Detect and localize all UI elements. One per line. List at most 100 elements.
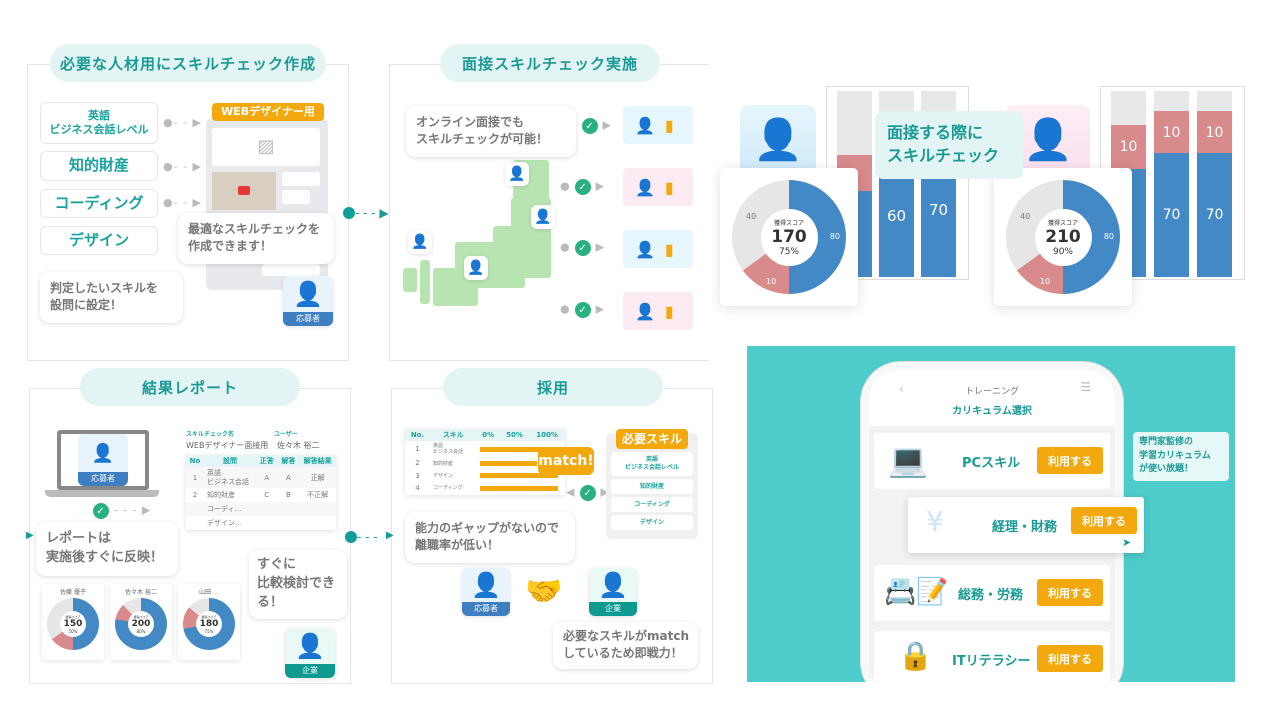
laptop-base (45, 490, 159, 497)
table-cell: 4 (415, 484, 420, 493)
candidate-name: 佐藤 優子 (60, 589, 86, 596)
bubble-curriculum: 専門家監修の 学習カリキュラム が使い放題！ (1133, 432, 1229, 481)
required-skill-item: 知的財産 (611, 479, 693, 494)
match-badge: match! (538, 447, 594, 475)
table-cell (299, 516, 336, 530)
score: 180 (199, 618, 219, 629)
bar-value: 10 (1162, 125, 1181, 141)
bar-chart-icon: ▮ (664, 115, 674, 135)
use-button[interactable]: 利用する (1037, 579, 1103, 606)
bar-value: 60 (886, 207, 907, 225)
report-meta-label: スキルチェック名 (186, 431, 235, 438)
video-thumbnail (212, 172, 276, 210)
table-row: コーディ… (186, 502, 336, 517)
person-icon: 👤 (635, 301, 655, 321)
table-cell (299, 502, 336, 516)
check-icon: ✓ (575, 179, 592, 195)
document-icon: 📇📝 (884, 577, 949, 607)
bubble-set-skills: 判定したいスキルを 設問に設定！ (40, 272, 183, 323)
candidate-name: 山田 … (199, 589, 219, 596)
bar-value: 70 (928, 201, 949, 219)
phone-header: ‹ トレーニング カリキュラム選択 ☰ (869, 370, 1115, 426)
person-icon: 👤 (293, 280, 323, 308)
column-header: スキル (430, 429, 477, 442)
use-button[interactable]: 利用する (1071, 507, 1137, 534)
column-header: 解答結果 (299, 455, 336, 468)
back-icon[interactable]: ‹ (899, 382, 904, 396)
required-skill-item: 英語 ビジネス会話レベル (611, 452, 693, 476)
form-field (282, 172, 320, 186)
bar-value: 70 (1205, 207, 1224, 223)
score: 210 (1045, 226, 1081, 247)
table-cell: 不正解 (307, 490, 329, 499)
table-row: 2 知的財産 (405, 457, 565, 469)
skill-bar-cell (477, 457, 565, 469)
bar-chart-icon: ▮ (664, 177, 674, 197)
play-icon[interactable] (238, 186, 250, 195)
cursor-icon: ➤ (1122, 536, 1132, 549)
bar-value: 10 (1119, 139, 1138, 155)
required-skill-item: コーディング (611, 497, 693, 512)
report-meta-label: ユーザー (274, 431, 298, 438)
report-user: 佐々木 裕二 (277, 441, 320, 450)
check-icon: ✓ (575, 240, 592, 256)
skill-bar-cell (477, 482, 565, 494)
check-icon: ✓ (582, 118, 598, 134)
candidate-pin: 👤 (531, 205, 555, 229)
candidate-name: 佐々木 裕二 (125, 589, 157, 596)
table-cell: 知的財産 (433, 460, 454, 467)
check-arrow: ✓ ▶ (582, 118, 612, 134)
coins-yen-icon: ¥ (926, 505, 944, 538)
table-cell: 英語 ビジネス会話 (433, 443, 464, 456)
required-skills-title: 必要スキル (616, 429, 688, 449)
skill-design: デザイン (40, 226, 158, 255)
person-icon: 👤 (471, 571, 501, 599)
table-cell: A (285, 473, 291, 482)
form-tag: WEBデザイナー用 (212, 103, 324, 121)
skill-coding: コーディング (40, 189, 158, 218)
skill-english: 英語 ビジネス会話レベル (40, 102, 158, 144)
screen-title: カリキュラム選択 (952, 406, 1032, 417)
table-cell (278, 502, 300, 516)
use-button[interactable]: 利用する (1037, 645, 1103, 672)
arrow-icon: ●- - ▶ (163, 196, 202, 209)
table-cell (256, 516, 278, 530)
table-cell: デザイン… (207, 518, 243, 527)
table-cell: コーディ… (207, 504, 242, 513)
bar-chart-icon: ▮ (664, 301, 674, 321)
table-cell: 2 (415, 459, 420, 468)
candidate-pin: 👤 (408, 230, 432, 254)
column-header: 50% (499, 429, 530, 442)
skill-bar (479, 485, 558, 491)
use-button[interactable]: 利用する (1037, 447, 1103, 474)
menu-icon[interactable]: ☰ (1080, 380, 1091, 394)
arrow-in-icon: ▶ (26, 530, 34, 541)
check-arrow: ✓ - - - ▶ (93, 503, 151, 519)
column-header: No (186, 455, 205, 468)
connector-3-4: - - - (345, 530, 378, 544)
result-card: 👤▮ (623, 106, 693, 144)
skill-bar (479, 446, 558, 452)
curriculum-item-general-affairs: 📇📝 総務・労務 利用する (874, 565, 1110, 621)
score: 150 (63, 618, 83, 629)
bubble-immediate: 必要なスキルがmatch しているため即戦力！ (553, 622, 698, 669)
bar-value: 10 (1205, 125, 1224, 141)
check-arrow: ● ✓ ▶ (560, 302, 605, 318)
check-icon: ✓ (579, 485, 596, 501)
bubble-online-interview: オンライン面接でも スキルチェックが可能！ (406, 106, 576, 157)
company-card: 👤 企業 (589, 568, 637, 616)
column-header: No. (405, 429, 430, 442)
step1-title: 必要な人材用にスキルチェック作成 (50, 44, 326, 82)
company-card: 👤 企業 (285, 628, 335, 678)
table-cell: 3 (415, 471, 420, 480)
form-field (282, 190, 310, 204)
required-skill-item: デザイン (611, 515, 693, 530)
bubble-report-instant: レポートは 実施後すぐに反映！ (36, 522, 178, 576)
table-cell: 知的財産 (207, 490, 236, 499)
